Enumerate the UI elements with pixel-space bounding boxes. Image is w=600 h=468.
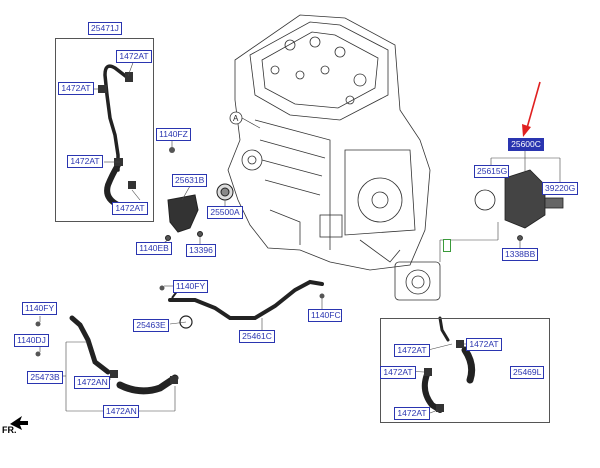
- upper-hose-frame: [55, 38, 154, 222]
- part-label-1472AT[interactable]: 1472AT: [112, 202, 148, 215]
- part-label-1472AT[interactable]: 1472AT: [394, 344, 430, 357]
- right-hose-assembly: [421, 316, 476, 413]
- front-direction-label: FR.: [2, 425, 17, 435]
- part-label-13396[interactable]: 13396: [186, 244, 216, 257]
- part-label-25461C[interactable]: 25461C: [239, 330, 275, 343]
- part-label-1140DJ[interactable]: 1140DJ: [14, 334, 49, 347]
- part-label-25469L[interactable]: 25469L: [510, 366, 544, 379]
- engine-block: [227, 14, 431, 271]
- part-label-25600C-selected[interactable]: 25600C: [508, 138, 544, 151]
- part-label-25631B[interactable]: 25631B: [172, 174, 207, 187]
- part-label-1140FY[interactable]: 1140FY: [173, 280, 208, 293]
- part-label-1338BB[interactable]: 1338BB: [502, 248, 538, 261]
- part-label-39220G[interactable]: 39220G: [542, 182, 578, 195]
- part-label-1472AN[interactable]: 1472AN: [74, 376, 110, 389]
- part-label-1472AT[interactable]: 1472AT: [116, 50, 152, 63]
- highlight-arrow: [522, 81, 541, 137]
- part-label-1472AT[interactable]: 1472AT: [58, 82, 94, 95]
- part-label-1472AT[interactable]: 1472AT: [67, 155, 103, 168]
- part-label-25471J[interactable]: 25471J: [88, 22, 122, 35]
- part-label-25463E[interactable]: 25463E: [133, 319, 169, 332]
- water-inlet-assembly: [474, 169, 564, 241]
- leader-lines: [39, 59, 561, 414]
- part-label-25473B[interactable]: 25473B: [27, 371, 63, 384]
- part-label-1140FZ[interactable]: 1140FZ: [156, 128, 191, 141]
- part-label-1140EB[interactable]: 1140EB: [136, 242, 172, 255]
- front-direction-arrow: [10, 416, 28, 430]
- part-label-1472AT[interactable]: 1472AT: [380, 366, 416, 379]
- part-label-25615G[interactable]: 25615G: [474, 165, 509, 178]
- throttle-body: [394, 261, 441, 301]
- reference-link[interactable]: [443, 239, 451, 252]
- thermostat-housing: [165, 183, 234, 241]
- lower-hose-assembly: [35, 315, 179, 395]
- callout-letter: A: [233, 114, 239, 123]
- part-label-1140FY[interactable]: 1140FY: [22, 302, 57, 315]
- part-label-1472AT[interactable]: 1472AT: [466, 338, 502, 351]
- part-label-1472AN[interactable]: 1472AN: [103, 405, 139, 418]
- part-label-1140FC[interactable]: 1140FC: [308, 309, 342, 322]
- part-label-1472AT[interactable]: 1472AT: [394, 407, 430, 420]
- part-label-25500A[interactable]: 25500A: [207, 206, 243, 219]
